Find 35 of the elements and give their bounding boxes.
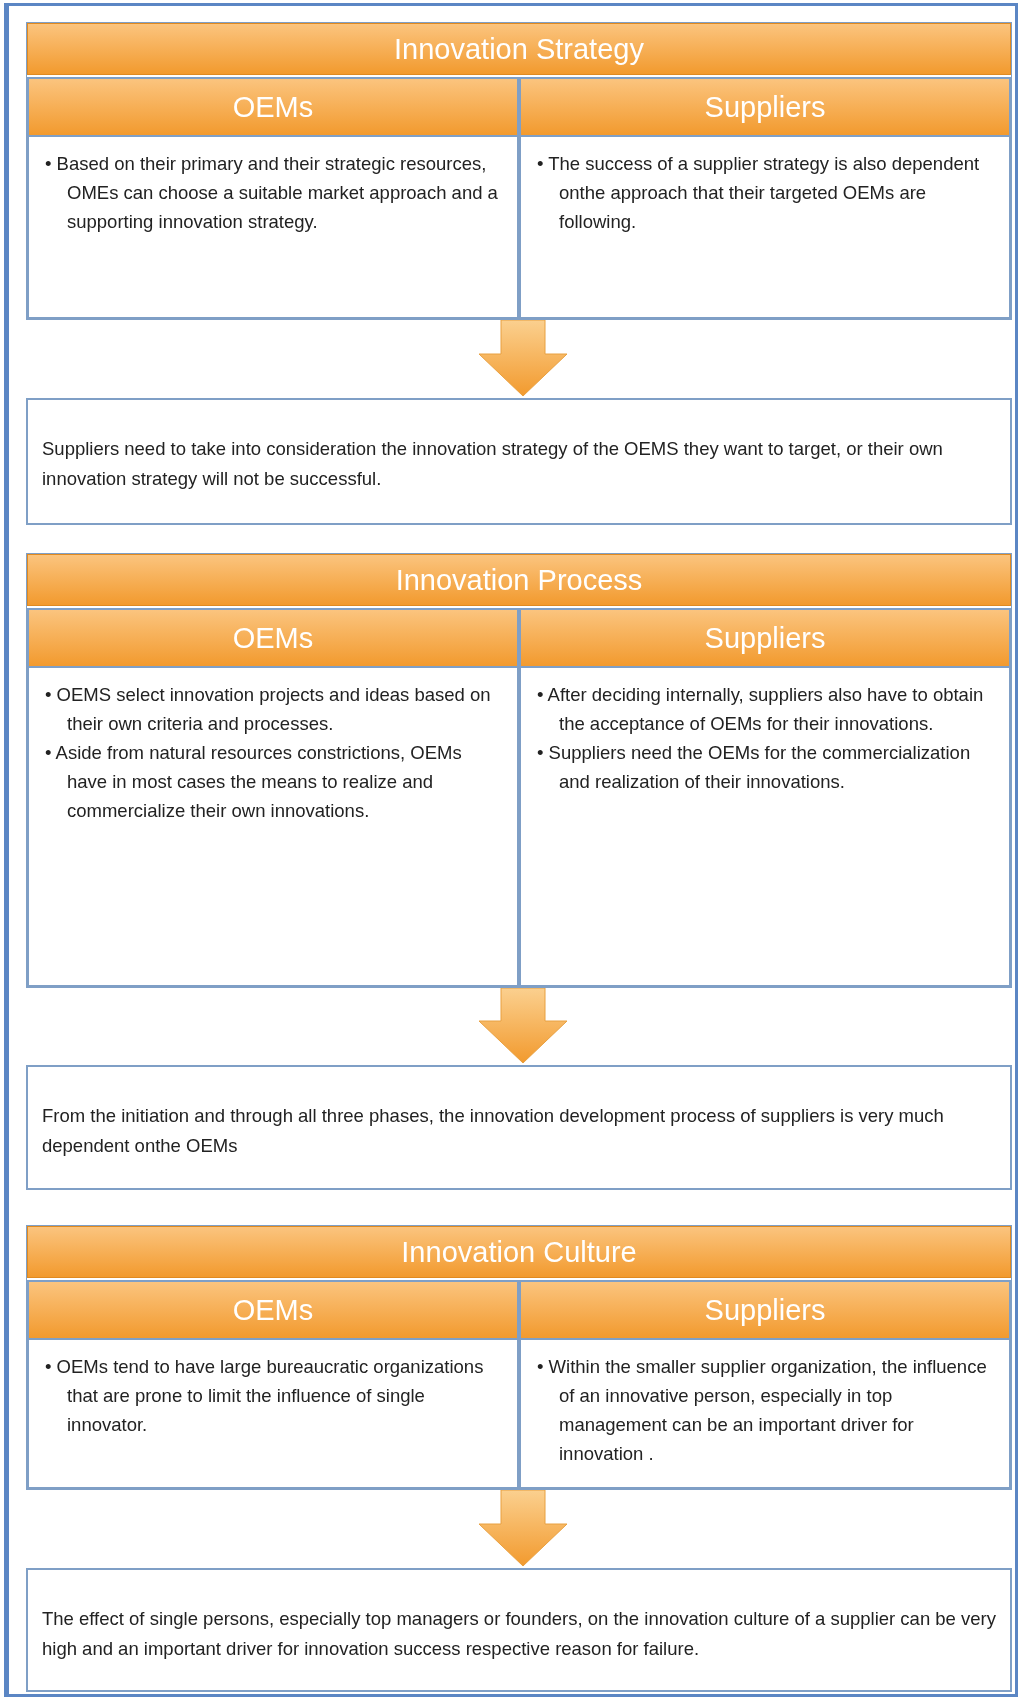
- column-panel: [519, 77, 1011, 319]
- block-arrow: [478, 987, 568, 1064]
- bullet-text: • Aside from natural resources constrictions, OEMs have in most cases the means to realize and commercialize their own innovations.: [45, 741, 463, 823]
- bullet-text: • OEMs tend to have large bureaucratic organizations that are prone to limit the influence of single innovator.: [45, 1355, 485, 1437]
- summary-box: [26, 398, 1012, 525]
- summary-box: [26, 1065, 1012, 1190]
- block-arrow: [478, 1489, 568, 1567]
- section-title: Innovation Process: [395, 563, 643, 597]
- section-title: Innovation Strategy: [394, 32, 644, 66]
- column-heading: Suppliers: [704, 1293, 826, 1327]
- column-panel: [27, 77, 519, 319]
- summary-box: [26, 1568, 1012, 1692]
- column-heading: OEMs: [232, 1293, 314, 1327]
- column-heading: OEMs: [232, 621, 314, 655]
- bullet-text: • Suppliers need the OEMs for the commercialization and realization of their innovations.: [537, 741, 972, 794]
- column-heading: Suppliers: [704, 90, 826, 124]
- summary-text: Suppliers need to take into consideration the innovation strategy of the OEMS they want to target, or their own innovation strategy will not be successful.: [42, 437, 944, 491]
- bullet-text: • Based on their primary and their strategic resources, OMEs can choose a suitable market approach and a supporting innovation strategy.: [45, 152, 499, 234]
- summary-text: From the initiation and through all three phases, the innovation development process of suppliers is very much dependent onthe OEMs: [42, 1104, 945, 1158]
- section-panel: [26, 553, 1012, 988]
- bullet-text: • OEMS select innovation projects and ideas based on their own criteria and processes.: [45, 683, 492, 736]
- section-panel: [26, 1225, 1012, 1490]
- column-heading: OEMs: [232, 90, 314, 124]
- column-panel: [519, 1280, 1011, 1489]
- column-heading: Suppliers: [704, 621, 826, 655]
- bullet-text: • The success of a supplier strategy is also dependent onthe approach that their targeted OEMs are following.: [537, 152, 981, 234]
- column-panel: [27, 1280, 519, 1489]
- summary-text: The effect of single persons, especially top managers or founders, on the innovation culture of a supplier can be very high and an important driver for innovation success respective reason for failure.: [42, 1607, 996, 1661]
- column-panel: [519, 608, 1011, 987]
- section-panel: [26, 22, 1012, 320]
- bullet-text: • After deciding internally, suppliers also have to obtain the acceptance of OEMs for their innovations.: [537, 683, 985, 736]
- block-arrow: [478, 319, 568, 397]
- column-panel: [27, 608, 519, 987]
- section-title: Innovation Culture: [401, 1235, 637, 1269]
- bullet-text: • Within the smaller supplier organization, the influence of an innovative person, especially in top management can be an important driver for innovation .: [537, 1355, 988, 1466]
